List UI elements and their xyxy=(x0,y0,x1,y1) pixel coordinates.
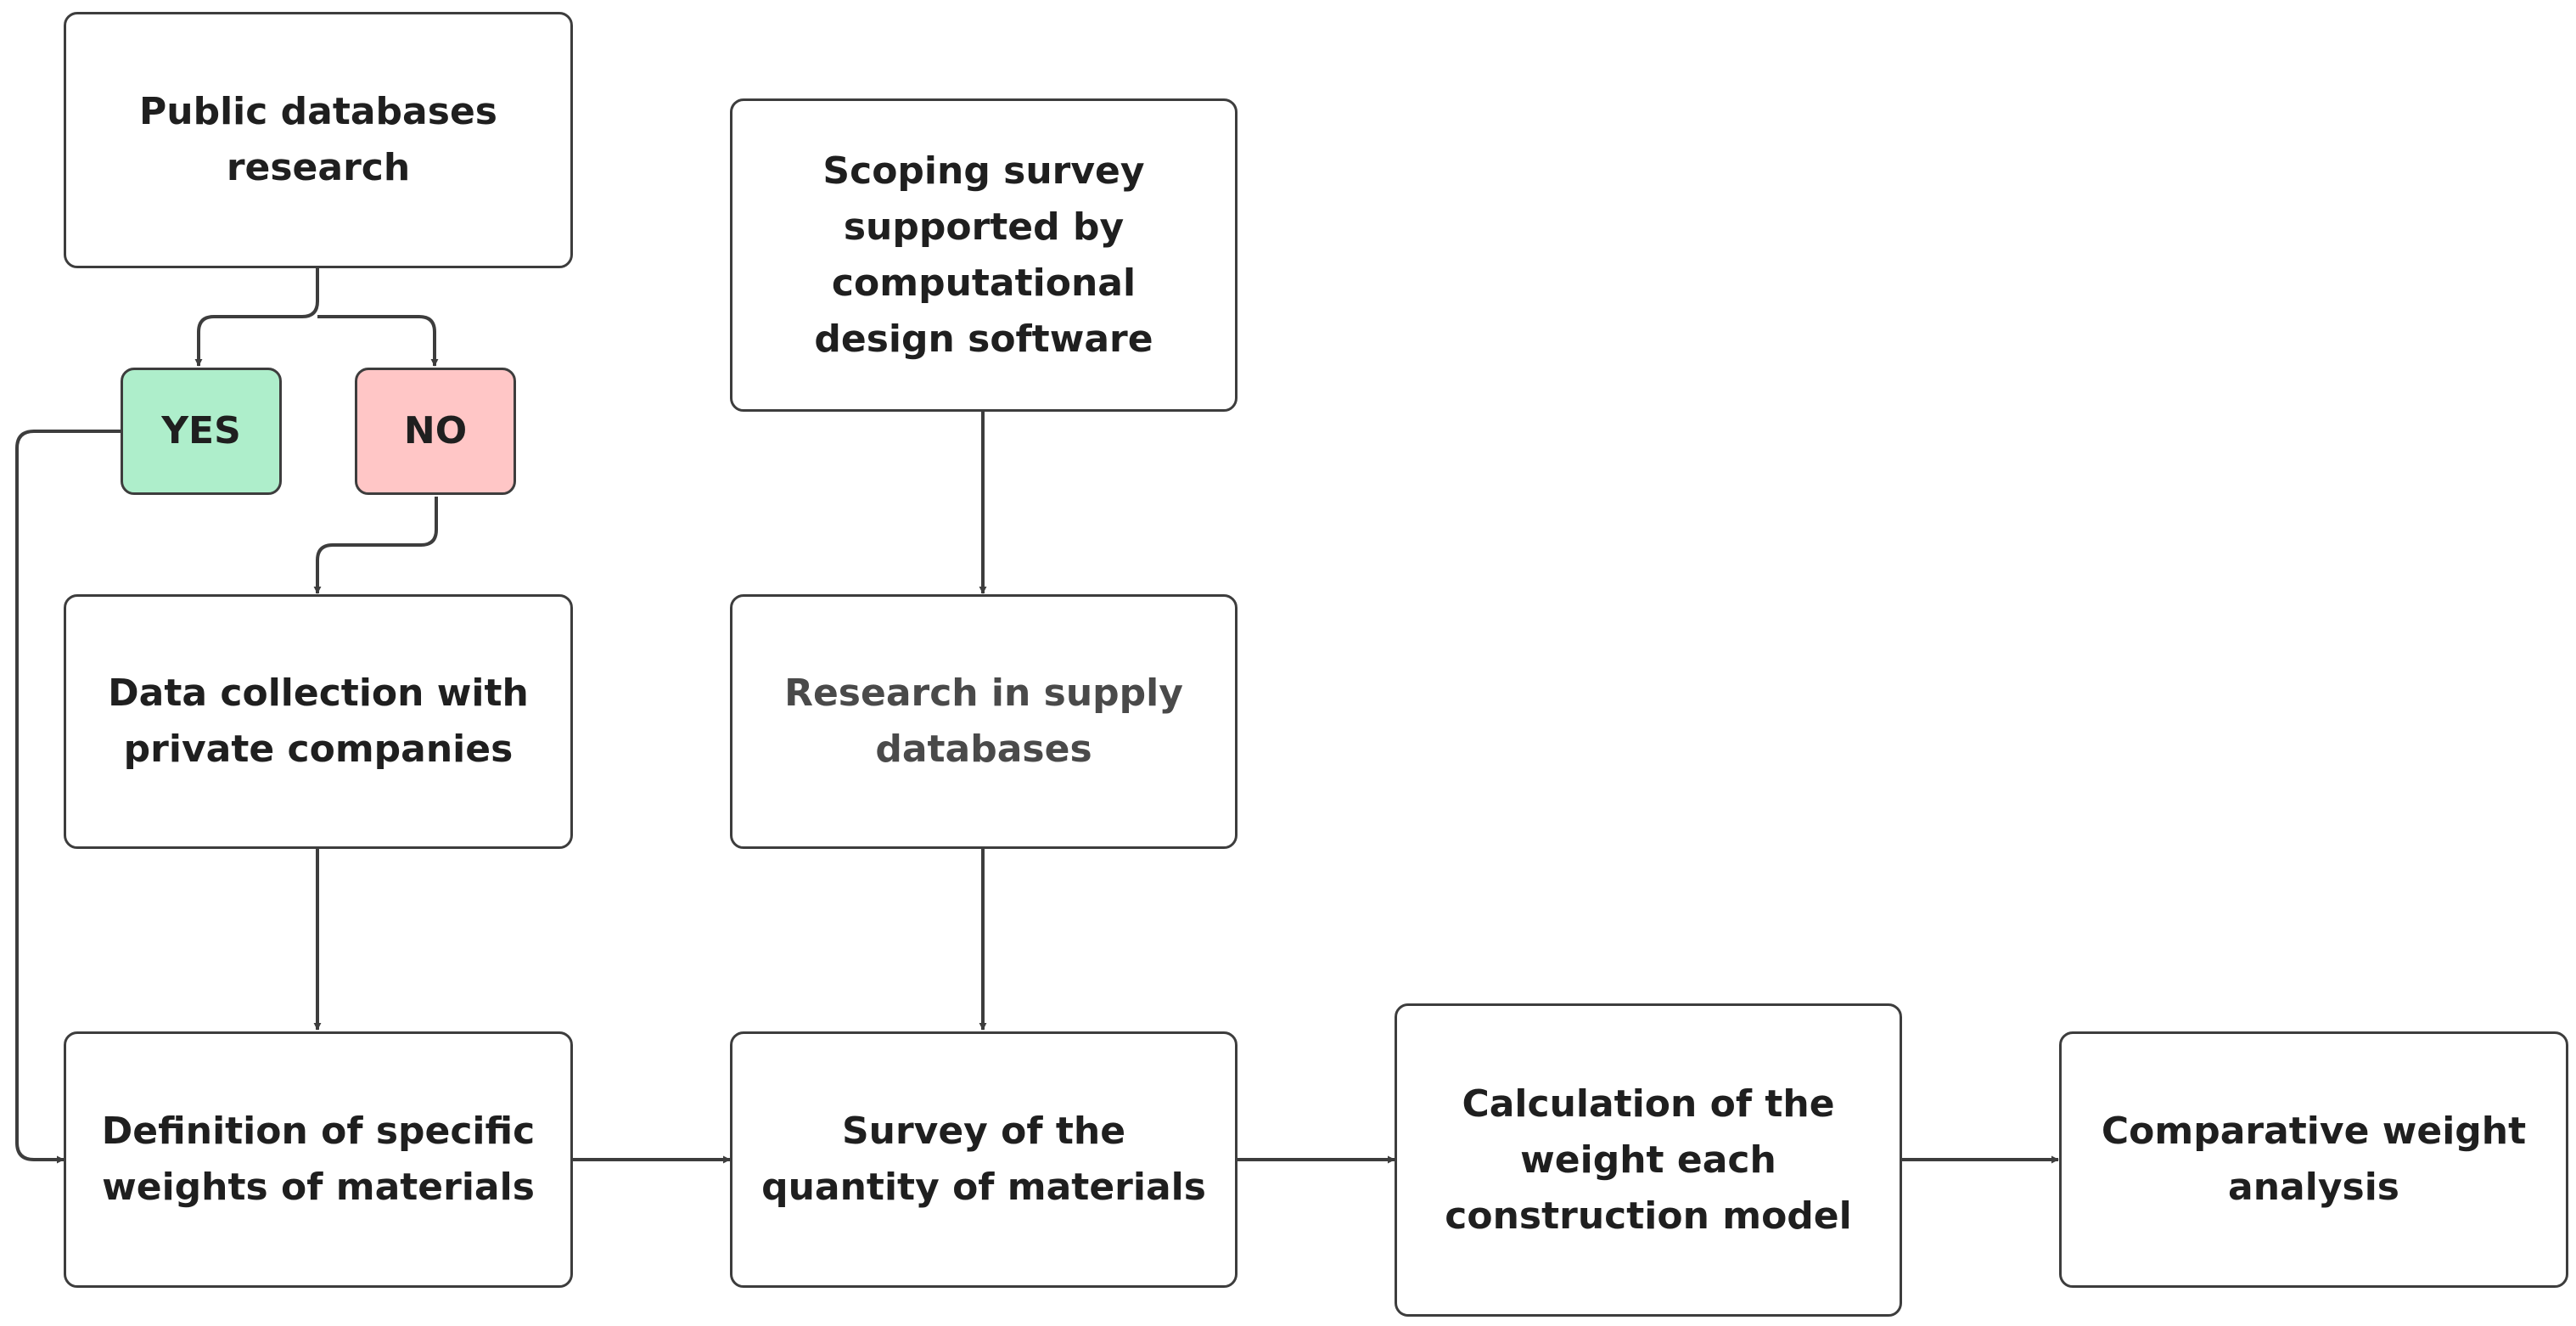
node-label: NO xyxy=(403,409,468,452)
node-label: Survey of the quantity of materials xyxy=(761,1110,1206,1209)
node-label: YES xyxy=(161,409,241,452)
node-definition-specific-weights: Definition of specific weights of materi… xyxy=(64,1031,573,1288)
node-calculation-weight: Calculation of the weight each construct… xyxy=(1395,1003,1902,1317)
node-no: NO xyxy=(355,368,516,495)
node-survey-quantity: Survey of the quantity of materials xyxy=(730,1031,1237,1288)
node-label: Scoping survey supported by computationa… xyxy=(814,149,1153,361)
node-comparative-weight-analysis: Comparative weight analysis xyxy=(2059,1031,2568,1288)
node-research-supply-databases: Research in supply databases xyxy=(730,594,1237,849)
node-label: Calculation of the weight each construct… xyxy=(1445,1082,1852,1238)
node-scoping-survey: Scoping survey supported by computationa… xyxy=(730,98,1237,412)
node-data-collection: Data collection with private companies xyxy=(64,594,573,849)
node-label: Definition of specific weights of materi… xyxy=(101,1110,536,1209)
edge-public-to-yes xyxy=(194,268,319,367)
edge-no-to-data-collection xyxy=(313,497,438,594)
node-label: Data collection with private companies xyxy=(108,671,529,771)
node-label: Research in supply databases xyxy=(784,671,1183,771)
node-public-databases-research: Public databases research xyxy=(64,12,573,268)
node-label: Comparative weight analysis xyxy=(2101,1110,2527,1209)
node-yes: YES xyxy=(121,368,282,495)
node-label: Public databases research xyxy=(139,90,497,189)
edge-yes-to-definition xyxy=(15,430,122,1164)
edge-public-to-no xyxy=(317,315,439,367)
